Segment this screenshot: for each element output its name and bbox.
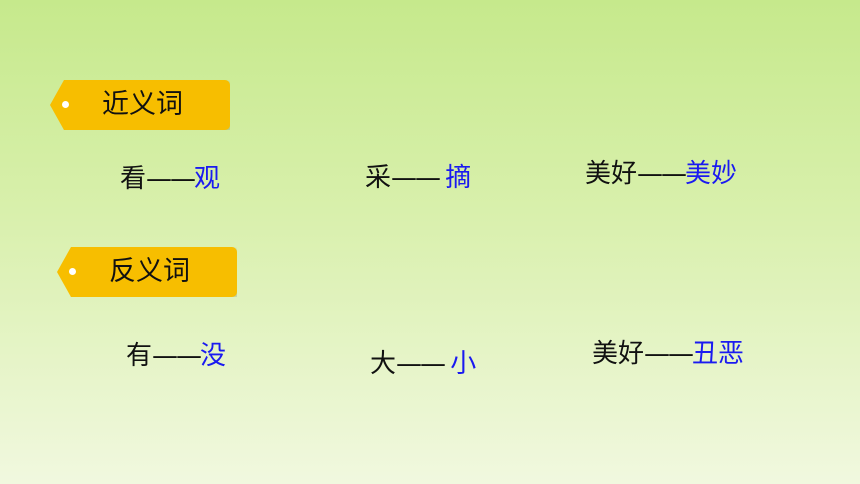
synonym-answer: 美妙 (685, 159, 738, 189)
synonym-answer: 观 (194, 164, 221, 194)
dash: —— (152, 341, 202, 371)
synonyms-title: 近义词 (102, 89, 183, 120)
dash: —— (391, 163, 446, 193)
antonym-answer: 没 (200, 341, 227, 371)
dash: —— (396, 349, 451, 379)
dash: —— (644, 339, 694, 369)
dash: —— (146, 164, 196, 194)
antonyms-tag: 反义词 (57, 247, 237, 297)
bullet-dot-icon (62, 101, 69, 108)
synonym-pair-1: 看——观 (120, 163, 220, 195)
bullet-dot-icon (69, 268, 76, 275)
synonym-pair-3: 美好——美妙 (585, 158, 737, 190)
antonym-pair-2: 大—— 小 (370, 348, 476, 380)
antonym-word: 大 (370, 349, 397, 379)
antonym-word: 美好 (592, 339, 645, 369)
antonym-word: 有 (126, 341, 153, 371)
antonym-pair-3: 美好——丑恶 (592, 338, 744, 370)
antonym-answer: 丑恶 (692, 339, 745, 369)
antonym-pair-1: 有——没 (126, 340, 226, 372)
synonym-pair-2: 采—— 摘 (365, 162, 471, 194)
synonym-word: 采 (365, 163, 392, 193)
antonyms-title: 反义词 (109, 256, 190, 287)
synonym-answer: 摘 (445, 163, 472, 193)
antonym-answer: 小 (450, 349, 477, 379)
synonyms-tag: 近义词 (50, 80, 230, 130)
synonym-word: 美好 (585, 159, 638, 189)
dash: —— (637, 159, 687, 189)
synonym-word: 看 (120, 164, 147, 194)
